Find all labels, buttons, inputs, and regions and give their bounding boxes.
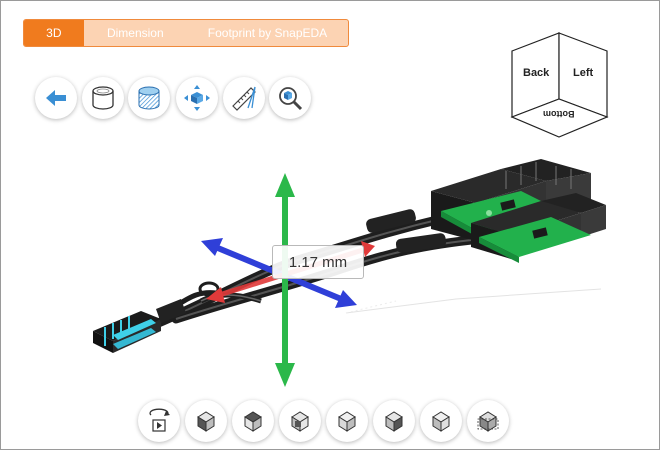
cylinder-shaded-icon [138, 86, 160, 110]
zoom-fit-button[interactable] [269, 77, 311, 119]
cylinder-wireframe-icon [92, 86, 114, 110]
tab-3d[interactable]: 3D [24, 20, 84, 46]
measure-icon [232, 86, 256, 111]
view-cube[interactable]: Back Left Bottom [507, 31, 617, 141]
view-iso-left-icon [338, 411, 356, 432]
header-connector-lower [471, 193, 606, 263]
view-iso-front-icon [197, 411, 215, 432]
zoom-fit-icon [279, 87, 303, 111]
view-iso-front-button[interactable] [185, 400, 227, 442]
view-cube-back[interactable]: Back [523, 67, 550, 79]
measure-button[interactable] [223, 77, 265, 119]
view-iso-right-button[interactable] [373, 400, 415, 442]
view-wireframe-button[interactable] [467, 400, 509, 442]
view-iso-top-icon [244, 411, 262, 432]
explode-icon [184, 85, 210, 111]
view-iso-back-button[interactable] [279, 400, 321, 442]
view-iso-left-button[interactable] [326, 400, 368, 442]
explode-button[interactable] [176, 77, 218, 119]
view-iso-bottom-icon [432, 411, 450, 432]
axis-gizmo[interactable] [201, 173, 375, 387]
back-button[interactable] [35, 77, 77, 119]
wireframe-button[interactable] [82, 77, 124, 119]
shaded-button[interactable] [128, 77, 170, 119]
tab-footprint[interactable]: Footprint by SnapEDA [207, 26, 328, 40]
view-iso-bottom-button[interactable] [420, 400, 462, 442]
view-iso-back-icon [291, 411, 309, 432]
view-iso-right-icon [385, 411, 403, 432]
usb-connector [93, 299, 186, 353]
view-cube-left[interactable]: Left [573, 67, 594, 79]
tab-dimension[interactable]: Dimension [106, 26, 164, 40]
view-wireframe-icon [477, 411, 499, 432]
measurement-label: 1.17 mm [272, 245, 364, 279]
back-arrow-icon [46, 90, 66, 106]
view-tabs: 3D Dimension Footprint by SnapEDA [23, 19, 349, 47]
view-iso-top-button[interactable] [232, 400, 274, 442]
auto-rotate-icon [149, 408, 170, 432]
view-cube-shape [510, 32, 609, 138]
auto-rotate-button[interactable] [138, 400, 180, 442]
